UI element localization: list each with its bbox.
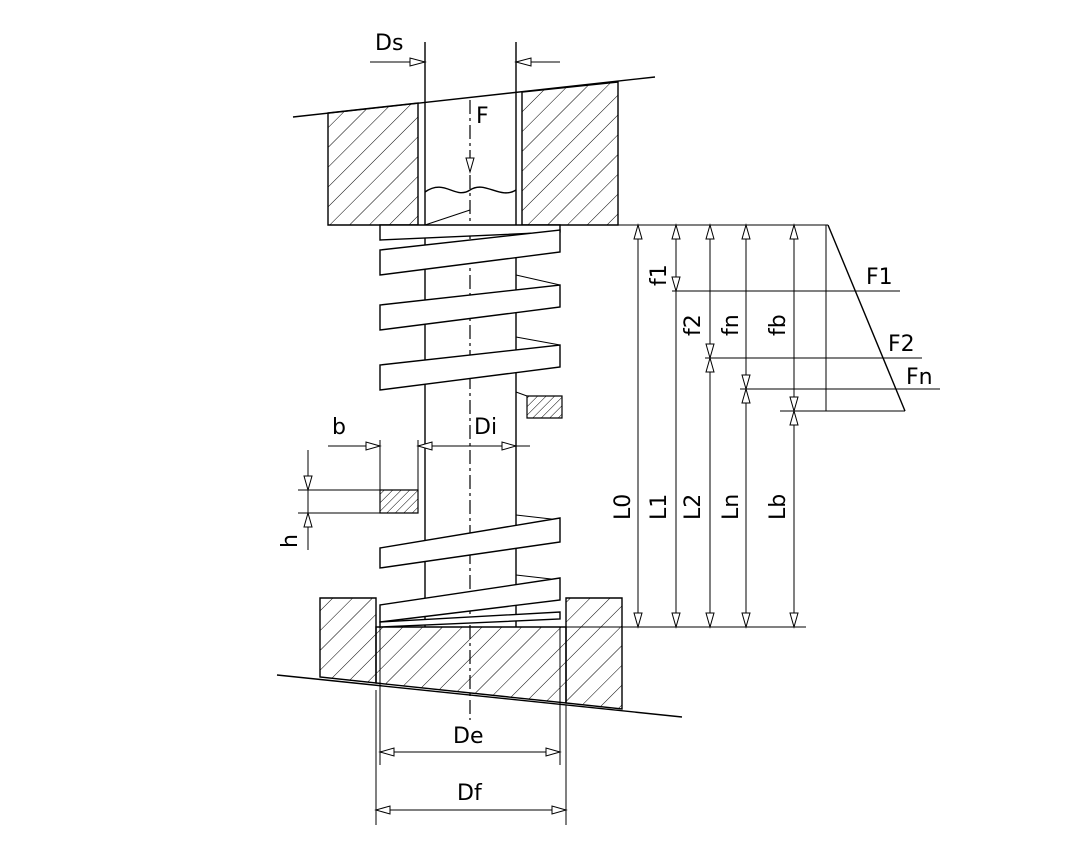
label-df: Df [457, 781, 483, 806]
dimension-df: Df [374, 690, 568, 825]
label-force-fn: Fn [906, 365, 933, 390]
load-f: F [465, 104, 489, 174]
top-plate [292, 76, 656, 226]
label-lb: Lb [766, 494, 791, 520]
label-l2: L2 [681, 494, 706, 520]
label-f1: f1 [647, 264, 672, 286]
label-l0: L0 [611, 494, 636, 520]
length-dimensions: L0 L1 f1 L2 f2 Ln fn Lb fb [611, 223, 799, 629]
bottom-plate [276, 597, 683, 718]
label-force-f2: F2 [888, 332, 915, 357]
label-de: De [453, 724, 483, 749]
label-l1: L1 [647, 494, 672, 520]
label-fn: fn [719, 314, 744, 336]
label-force-f1: F1 [866, 265, 893, 290]
label-f2: f2 [681, 314, 706, 336]
dimension-b-di: b Di [328, 415, 530, 513]
dimension-h: h [278, 450, 380, 550]
label-h: h [278, 534, 303, 548]
label-di: Di [474, 415, 497, 440]
dimension-de: De [378, 627, 562, 765]
dimension-ds: Ds [370, 31, 560, 67]
label-f: F [476, 104, 489, 129]
force-labels: F1 F2 Fn [866, 265, 933, 390]
label-b: b [332, 415, 346, 440]
spring [379, 224, 563, 628]
label-ln: Ln [719, 494, 744, 520]
label-ds: Ds [375, 31, 403, 56]
label-fb: fb [766, 314, 791, 336]
